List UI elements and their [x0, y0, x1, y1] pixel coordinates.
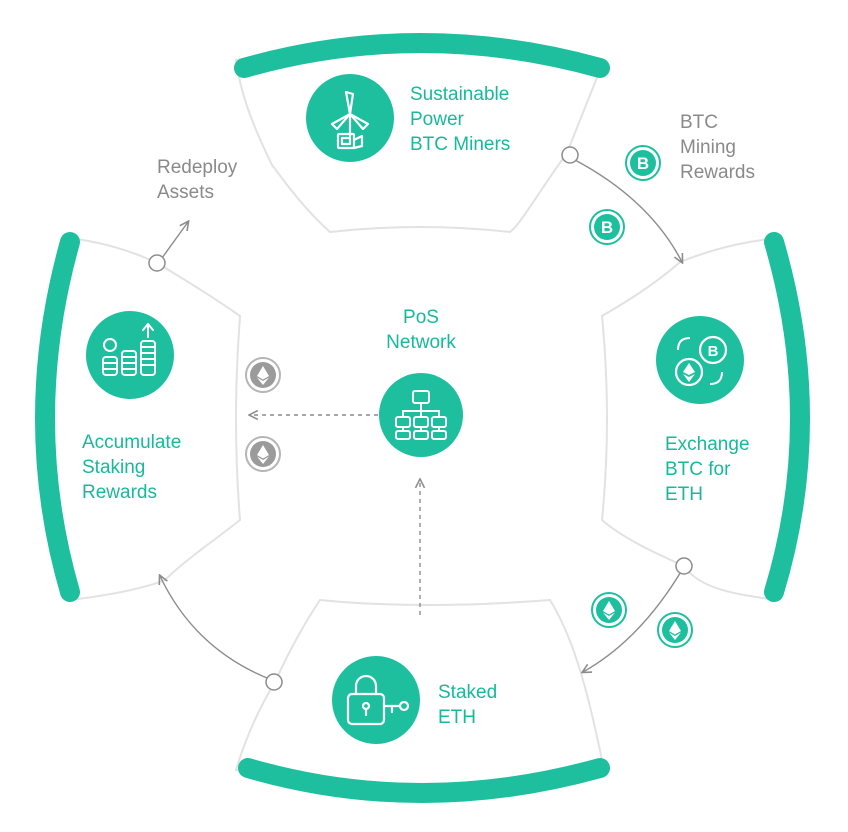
label-line: BTC for	[665, 459, 731, 480]
label-line: ETH	[438, 707, 476, 728]
label-line: Sustainable	[410, 84, 510, 105]
ring-arc-right	[764, 232, 810, 602]
connector-handle-staked	[265, 673, 283, 691]
connector-handle-miners	[561, 146, 579, 164]
ethereum-coin-icon	[245, 436, 281, 472]
padlock-key-icon	[332, 656, 420, 744]
label-line: Power	[410, 109, 464, 130]
arrow-exchange-to-staked	[583, 569, 683, 672]
btc-eth-swap-icon: B	[656, 316, 744, 404]
label-redeploy-assets: Redeploy Assets	[157, 155, 237, 205]
label-line: Exchange	[665, 434, 750, 455]
label-line: Staked	[438, 682, 498, 703]
bitcoin-coin-icon	[625, 145, 661, 181]
arrow-miners-to-exchange	[574, 159, 682, 262]
label-line: Network	[386, 332, 456, 353]
panel-right-outline	[600, 236, 796, 602]
label-line: Redeploy	[157, 157, 238, 178]
label-line: BTC	[680, 112, 718, 133]
svg-text:B: B	[708, 343, 719, 360]
panel-left-outline	[52, 236, 242, 602]
label-line: Rewards	[680, 162, 755, 183]
label-pos-network: PoS Network	[376, 305, 466, 355]
label-btc-mining-rewards: BTC Mining Rewards	[680, 110, 755, 185]
label-line: Assets	[157, 182, 215, 203]
ethereum-coin-icon	[245, 357, 281, 393]
connector-handle-exchange	[675, 557, 693, 575]
connector-handle-rewards	[148, 254, 166, 272]
ethereum-coin-icon	[657, 612, 693, 648]
label-line: Accumulate	[82, 432, 182, 453]
bitcoin-coin-icon	[589, 209, 625, 245]
label-sustainable-power-btc-miners: Sustainable Power BTC Miners	[410, 82, 510, 157]
label-line: Staking	[82, 457, 146, 478]
arrow-redeploy	[161, 222, 188, 259]
wind-turbine-miner-icon	[306, 74, 394, 162]
ring-arc-top	[234, 33, 610, 78]
label-exchange-btc-for-eth: Exchange BTC for ETH	[665, 432, 750, 507]
label-line: BTC Miners	[410, 134, 511, 155]
network-hierarchy-icon	[379, 373, 463, 457]
label-line: Mining	[680, 137, 736, 158]
ethereum-coin-icon	[591, 592, 627, 628]
arrow-staked-to-rewards	[160, 576, 273, 681]
label-line: PoS	[403, 307, 439, 328]
label-line: Rewards	[82, 482, 157, 503]
ring-arc-left	[35, 232, 80, 602]
label-accumulate-staking-rewards: Accumulate Staking Rewards	[82, 430, 181, 505]
panel-bottom-outline	[234, 598, 606, 786]
coin-stacks-growth-icon	[86, 311, 174, 399]
label-line: ETH	[665, 484, 703, 505]
ring-arc-bottom	[238, 758, 610, 803]
label-staked-eth: Staked ETH	[438, 680, 497, 730]
